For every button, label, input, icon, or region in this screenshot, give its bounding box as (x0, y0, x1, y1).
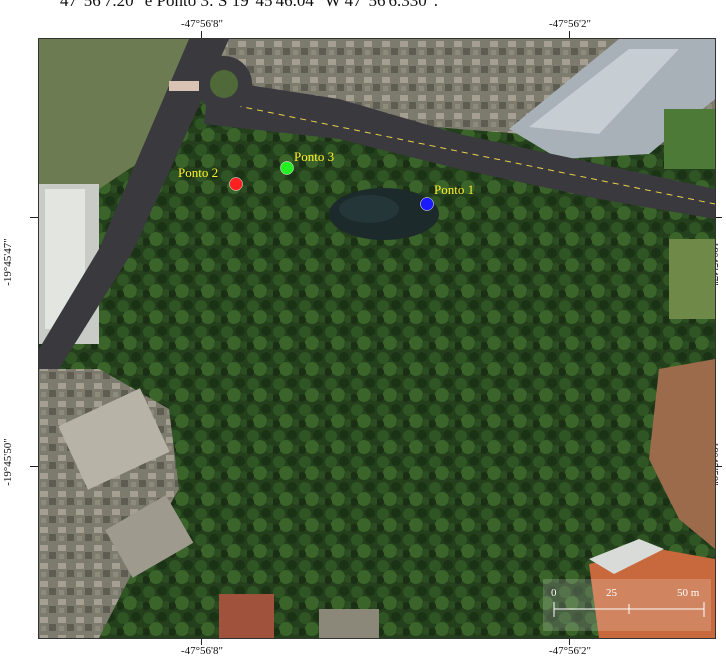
urban-area (39, 39, 209, 219)
grid-tick (30, 466, 38, 467)
point-3-label: Ponto 3 (294, 149, 334, 164)
building (105, 495, 194, 578)
roundabout-center (210, 70, 238, 98)
building (319, 609, 379, 638)
grid-tick (569, 31, 570, 39)
pond-reflection (339, 195, 399, 223)
road-marking (213, 100, 715, 205)
road (39, 39, 229, 409)
point-3-marker[interactable] (280, 161, 294, 175)
scale-label-0: 0 (551, 587, 557, 599)
grass-patch (669, 239, 715, 319)
grid-label-top-1: -47°56'8" (180, 18, 224, 30)
satellite-map[interactable]: Ponto 1 Ponto 2 Ponto 3 0 25 50 m (38, 38, 716, 639)
map-canvas: Ponto 1 Ponto 2 Ponto 3 0 25 50 m (39, 39, 715, 638)
grid-tick (569, 637, 570, 645)
figure-caption-fragment: 47°56'7.20" e Ponto 3: S 19°45'46.04" W … (60, 0, 438, 10)
grid-label-bottom-2: -47°56'2" (548, 645, 592, 657)
grid-tick (714, 217, 722, 218)
grid-tick (30, 217, 38, 218)
scale-label-25: 25 (606, 587, 618, 599)
grass-patch (664, 109, 715, 169)
crosswalk (169, 81, 199, 91)
building-roof (589, 539, 664, 574)
grid-label-bottom-1: -47°56'8" (180, 645, 224, 657)
point-2-label: Ponto 2 (178, 165, 218, 180)
grid-label-left-2: -19°45'50" (1, 438, 14, 486)
scale-bar-background (543, 579, 711, 631)
grid-label-left-1: -19°45'47" (1, 238, 14, 286)
building-red-roof (219, 594, 274, 638)
point-2-marker[interactable] (229, 177, 243, 191)
point-1-label: Ponto 1 (434, 182, 474, 197)
grid-tick (201, 31, 202, 39)
building (58, 388, 170, 490)
bare-ground (649, 359, 715, 549)
scale-label-50: 50 m (677, 587, 700, 599)
building-orange-roof (589, 549, 715, 638)
warehouse-roof (529, 49, 679, 134)
point-1-marker[interactable] (420, 197, 434, 211)
scale-bar: 0 25 50 m (543, 579, 711, 631)
grid-tick (714, 466, 722, 467)
road (204, 79, 715, 219)
grid-label-top-2: -47°56'2" (548, 18, 592, 30)
grid-tick (201, 637, 202, 645)
